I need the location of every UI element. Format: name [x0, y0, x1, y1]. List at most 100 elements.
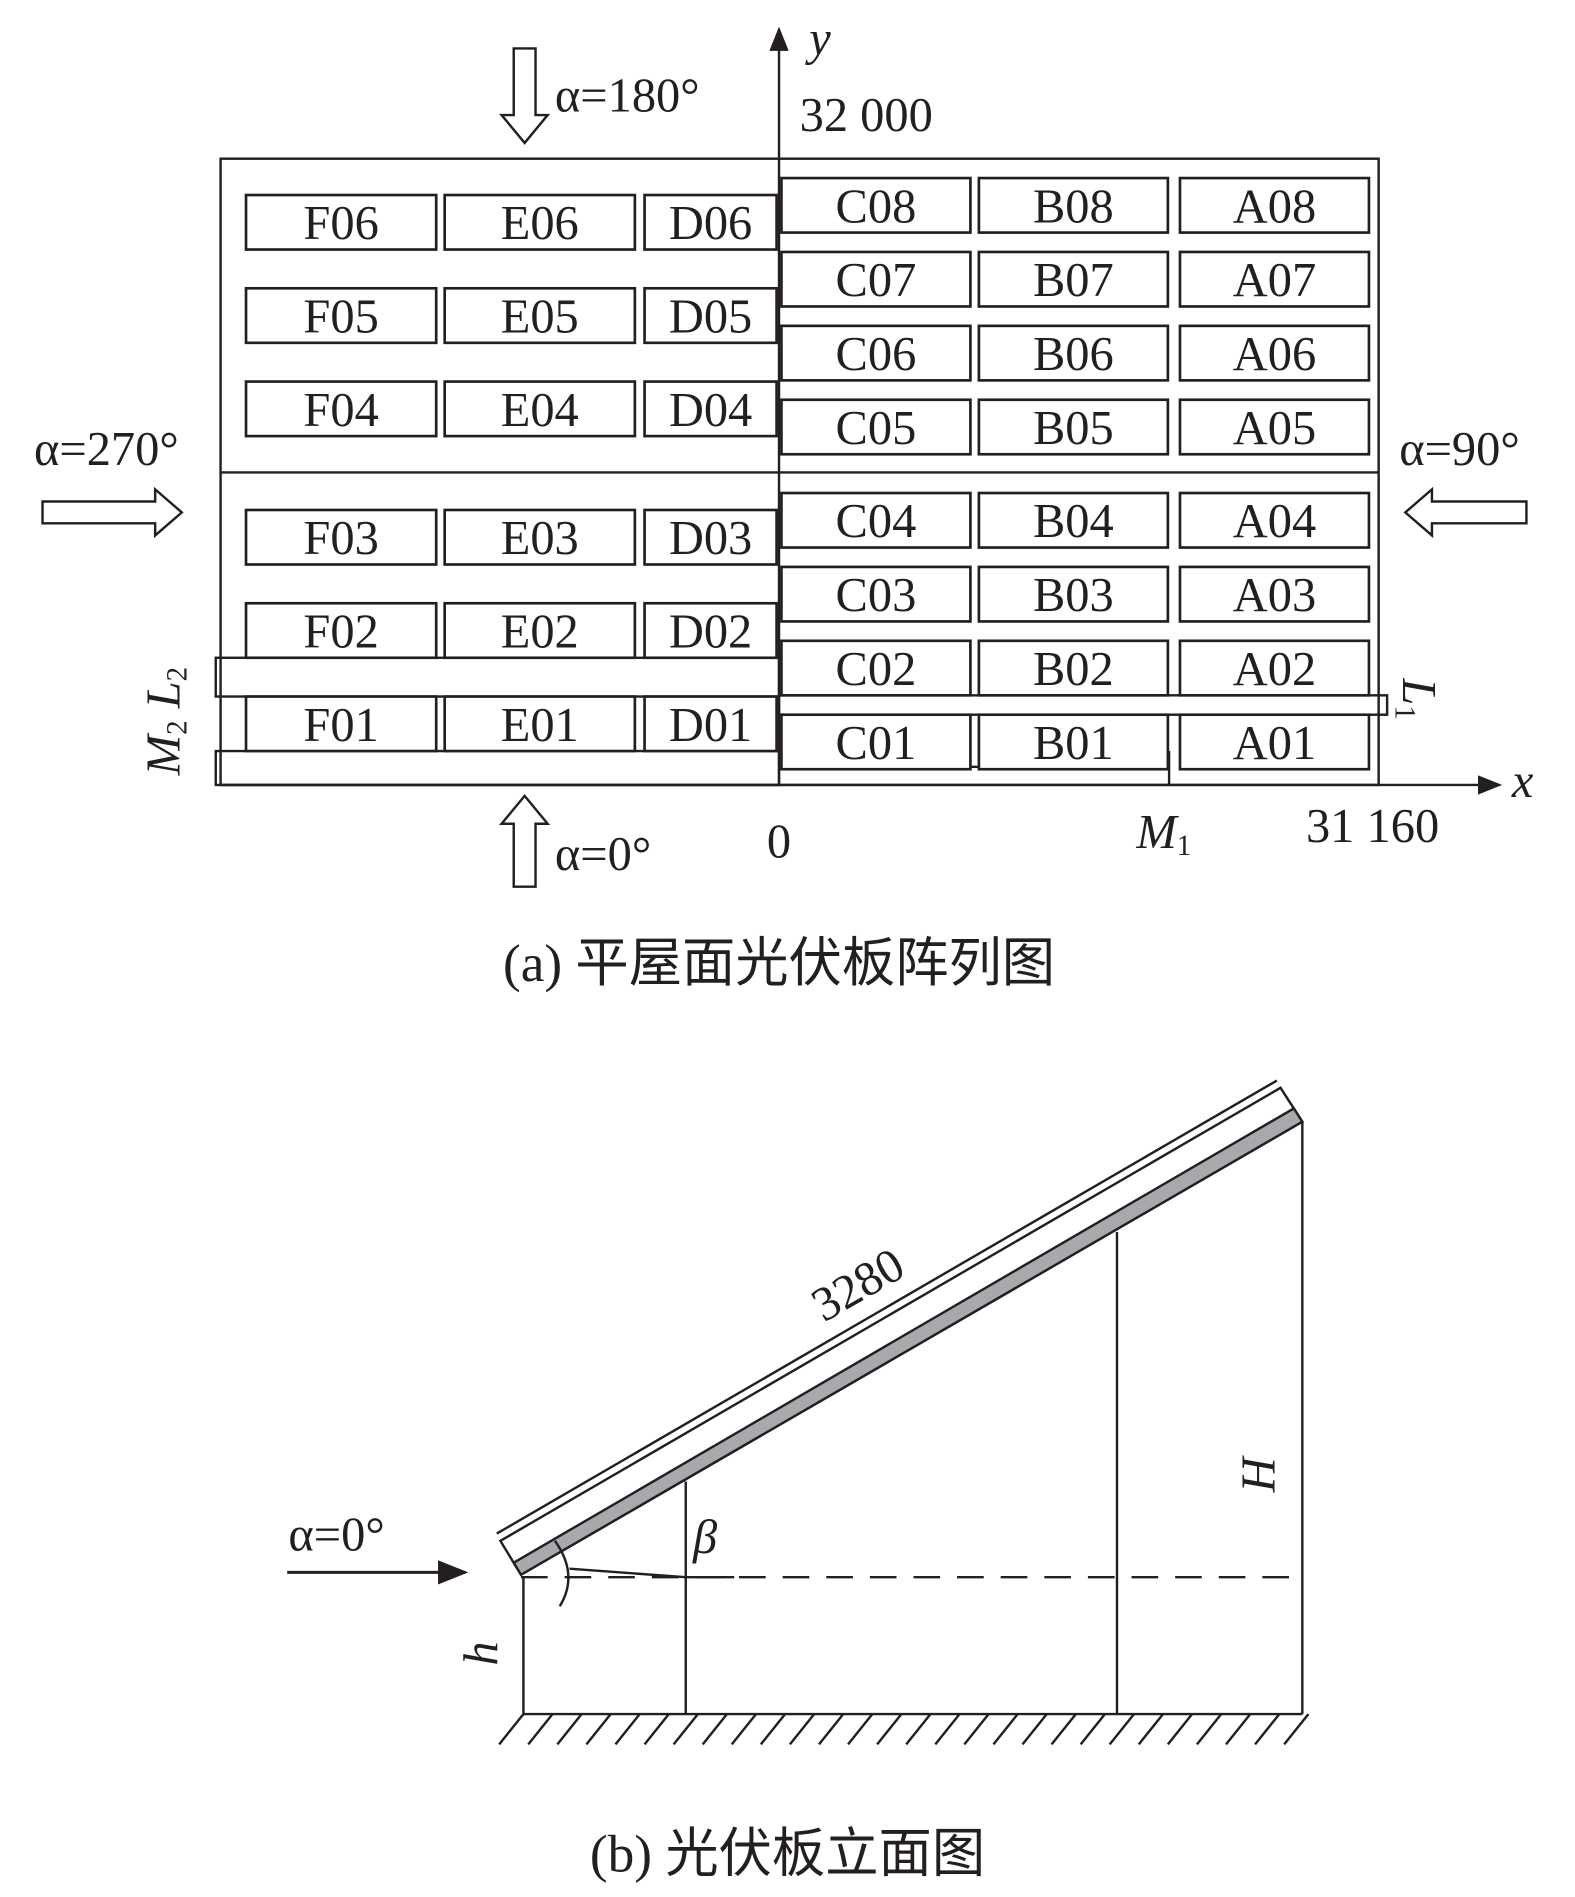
pv-panel-A06 — [1178, 324, 1371, 382]
l1-label: L1 — [1389, 677, 1445, 719]
hatch-line — [963, 1713, 990, 1746]
l2-strip — [214, 656, 781, 698]
hatch-line — [527, 1713, 554, 1746]
hatch-line — [1108, 1713, 1135, 1746]
panel-label: A02 — [1233, 643, 1316, 696]
panel-label: C05 — [836, 402, 917, 455]
panel-label: D05 — [669, 291, 752, 344]
wind-90-label: α=90° — [1399, 423, 1520, 476]
pv-panel-D06 — [643, 193, 778, 251]
wind-label: α=0° — [288, 1509, 384, 1562]
pv-panel-A02 — [1178, 639, 1371, 697]
pv-panel-F06 — [244, 193, 438, 251]
hatch-line — [905, 1713, 932, 1746]
pv-panel-D04 — [643, 380, 778, 438]
y-max-label: 32 000 — [800, 89, 933, 142]
pv-panel-E06 — [443, 193, 637, 251]
panel-label: A01 — [1233, 717, 1316, 770]
pv-panel-F05 — [244, 286, 438, 345]
beta-leader — [569, 1567, 735, 1579]
pv-panel-B08 — [977, 176, 1170, 234]
ground-hatch — [498, 1713, 1310, 1746]
wind-arrow-90-icon — [1403, 486, 1528, 539]
pv-panel-B06 — [977, 324, 1170, 382]
panel-label: B03 — [1033, 569, 1114, 622]
hatch-line — [730, 1713, 757, 1746]
pv-panel-B01 — [977, 713, 1170, 771]
panel-label: E05 — [501, 291, 579, 344]
pv-panel-D03 — [643, 508, 778, 566]
panel-label: B07 — [1033, 254, 1114, 307]
origin-label: 0 — [767, 816, 791, 869]
l1-strip — [777, 694, 1389, 716]
panel-label: F02 — [303, 605, 378, 658]
panel-label: F04 — [303, 384, 378, 437]
panel-elevation: 3280 β h H α=0° (b) 光伏板立面图 — [287, 1079, 1310, 1884]
pv-panel-E02 — [443, 601, 637, 660]
pv-panel-B04 — [977, 491, 1170, 549]
pv-panel-F04 — [244, 380, 438, 438]
pv-panel-C01 — [780, 713, 972, 771]
hatch-line — [556, 1713, 583, 1746]
panel-label: D04 — [669, 384, 752, 437]
panel-label: E06 — [501, 197, 579, 250]
hatch-line — [992, 1713, 1019, 1746]
pv-panel-C04 — [780, 491, 972, 549]
pv-panel-D02 — [643, 601, 778, 660]
pv-panel-E05 — [443, 286, 637, 345]
panel-label: E03 — [501, 512, 579, 565]
panel-label: F03 — [303, 512, 378, 565]
panel-label: A07 — [1233, 254, 1316, 307]
hatch-line — [847, 1713, 874, 1746]
hatch-line — [876, 1713, 903, 1746]
hatch-line — [643, 1713, 670, 1746]
pv-panel-A05 — [1178, 398, 1371, 456]
pv-panel-A04 — [1178, 491, 1371, 549]
x-axis-label: x — [1511, 755, 1534, 808]
pv-panel-F02 — [244, 601, 438, 660]
beta-label: β — [692, 1511, 718, 1564]
pv-panel-B02 — [977, 639, 1170, 697]
hatch-line — [1137, 1713, 1164, 1746]
h-label: h — [455, 1641, 508, 1665]
pv-panel-F03 — [244, 508, 438, 566]
panel-label: B05 — [1033, 402, 1114, 455]
panel-label: D01 — [669, 699, 752, 752]
panel-label: C01 — [836, 717, 917, 770]
pv-panel-D05 — [643, 286, 778, 345]
pv-panel-A03 — [1178, 565, 1371, 623]
pv-panel-C07 — [780, 250, 972, 308]
hatch-line — [1195, 1713, 1223, 1746]
hatch-line — [1021, 1713, 1048, 1746]
hatch-line — [818, 1713, 845, 1746]
panel-label: C03 — [836, 569, 917, 622]
hatch-line — [934, 1713, 961, 1746]
y-axis-label: y — [804, 13, 831, 66]
panel-label: C07 — [836, 254, 917, 307]
hatch-line — [701, 1713, 728, 1746]
pv-panel-surface — [512, 1106, 1305, 1577]
caption-a: (a) 平屋面光伏板阵列图 — [503, 934, 1055, 993]
pv-panel-E01 — [443, 695, 637, 753]
panel-label: B01 — [1033, 717, 1114, 770]
pv-panel-C06 — [780, 324, 972, 382]
wind-arrow-180-icon — [499, 47, 551, 145]
m1-label: M1 — [1135, 806, 1191, 862]
pv-panel-A08 — [1178, 176, 1371, 234]
panel-label: A03 — [1233, 569, 1316, 622]
hatch-line — [1225, 1713, 1252, 1746]
H-label: H — [1232, 1454, 1285, 1493]
panel-label: D03 — [669, 512, 752, 565]
length-dimension — [496, 1079, 1278, 1535]
hatch-line — [1079, 1713, 1106, 1746]
panel-label: A04 — [1233, 495, 1316, 548]
pv-panel-D01 — [643, 695, 778, 753]
hatch-line — [788, 1713, 816, 1746]
wind-180-label: α=180° — [555, 69, 700, 122]
hatch-line — [1050, 1713, 1077, 1746]
m2-strip — [214, 749, 781, 787]
pv-panel-B03 — [977, 565, 1170, 623]
